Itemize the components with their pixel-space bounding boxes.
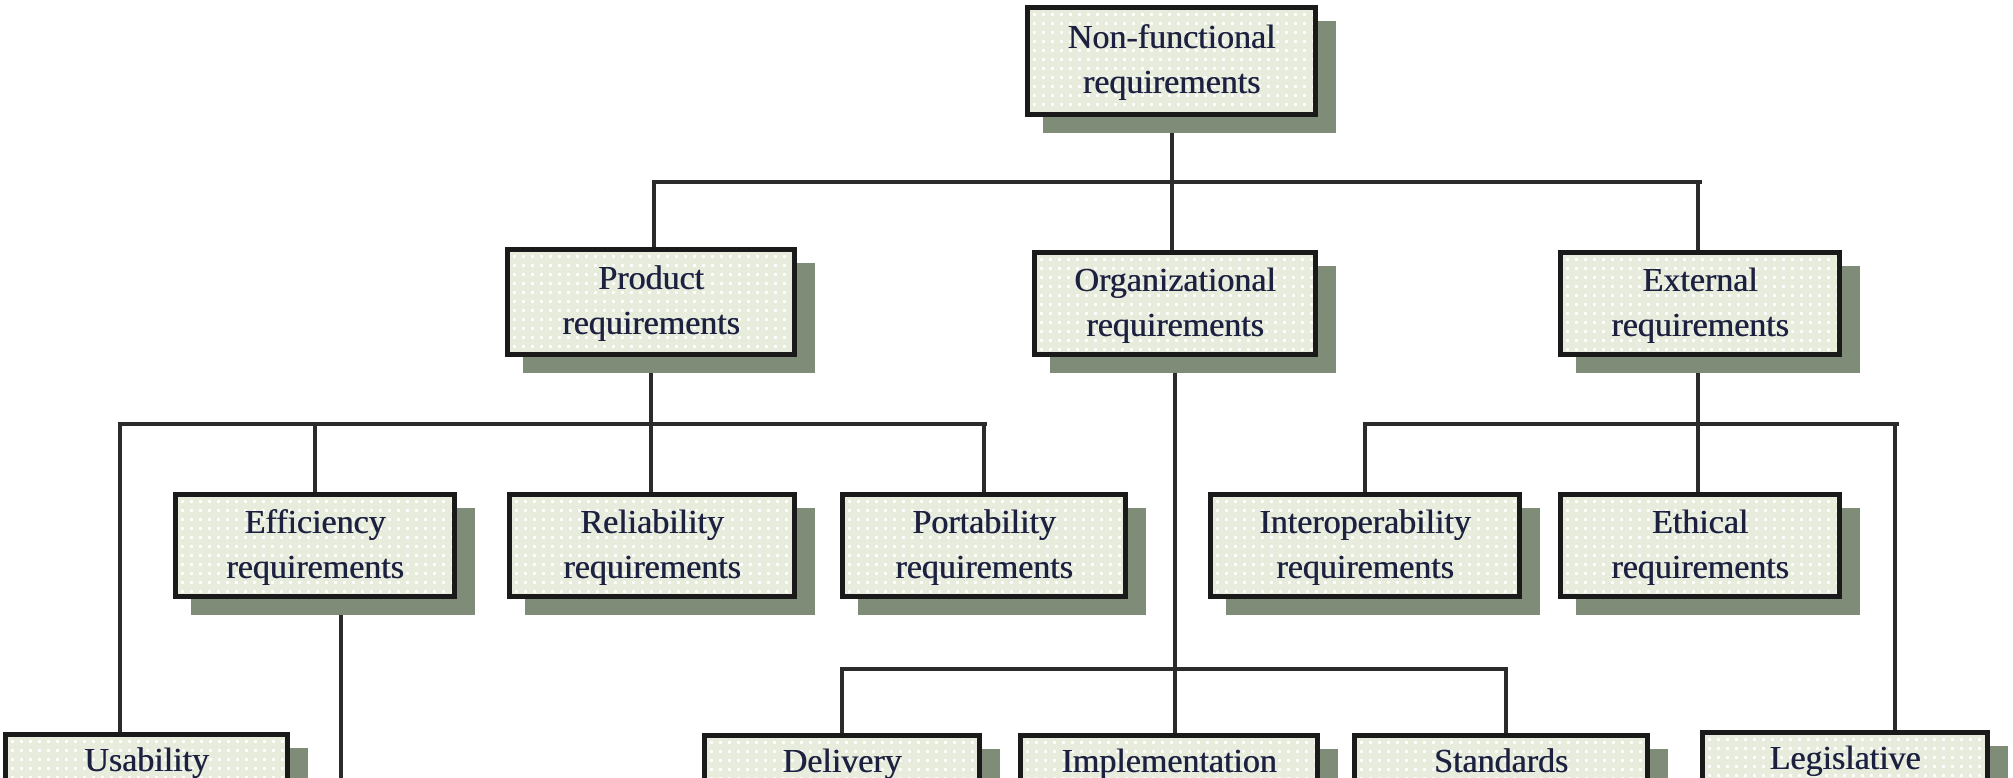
node-reliability-requirements: Reliability requirements — [507, 492, 797, 599]
node-nonfunctional-requirements: Non-functional requirements — [1025, 5, 1318, 117]
node-portability-requirements: Portability requirements — [840, 492, 1128, 599]
connector-drop-interoperability — [1363, 422, 1367, 492]
connector-drop-reliability — [649, 422, 653, 492]
connector-rail-organizational-children — [840, 667, 1508, 671]
node-organizational-requirements: Organizational requirements — [1032, 250, 1318, 357]
node-interoperability-requirements: Interoperability requirements — [1208, 492, 1522, 599]
node-standards-requirements: Standards — [1352, 733, 1650, 778]
connector-organizational-to-implementation — [1173, 357, 1177, 733]
node-label: Usability — [84, 742, 209, 778]
connector-drop-standards — [1504, 667, 1508, 733]
node-delivery-requirements: Delivery — [702, 733, 982, 778]
node-label: Interoperability requirements — [1259, 503, 1471, 586]
node-label: Organizational requirements — [1074, 261, 1276, 344]
connector-rail-external-children — [1363, 422, 1899, 426]
node-label: Ethical requirements — [1611, 503, 1789, 586]
node-implementation-requirements: Implementation — [1018, 733, 1320, 778]
node-label: Non-functional requirements — [1067, 19, 1276, 101]
node-label: Portability requirements — [895, 503, 1073, 586]
connector-drop-external — [1696, 180, 1700, 250]
node-label: Product requirements — [562, 260, 740, 342]
connector-drop-efficiency — [313, 422, 317, 492]
node-label: Efficiency requirements — [226, 503, 404, 586]
connector-drop-product — [652, 180, 656, 247]
node-label: Standards — [1433, 743, 1569, 778]
node-usability-requirements: Usability — [3, 732, 290, 778]
node-product-requirements: Product requirements — [505, 247, 797, 357]
connector-drop-legislative — [1893, 422, 1897, 732]
connector-drop-portability — [982, 422, 986, 492]
node-efficiency-requirements: Efficiency requirements — [173, 492, 457, 599]
node-ethical-requirements: Ethical requirements — [1558, 492, 1842, 599]
connector-drop-usability — [118, 422, 122, 733]
connector-product-to-rail — [649, 357, 653, 424]
node-label: Implementation — [1061, 743, 1277, 778]
node-label: Legislative — [1769, 740, 1921, 777]
node-label: External requirements — [1611, 261, 1789, 344]
node-legislative-requirements: Legislative — [1700, 730, 1990, 778]
connector-rail-product-children — [118, 422, 987, 426]
node-external-requirements: External requirements — [1558, 250, 1842, 357]
node-label: Delivery — [782, 743, 902, 778]
connector-rail-level1 — [654, 180, 1702, 184]
connector-efficiency-children-cutoff — [339, 597, 343, 778]
connector-drop-delivery — [840, 667, 844, 733]
node-label: Reliability requirements — [563, 503, 741, 586]
